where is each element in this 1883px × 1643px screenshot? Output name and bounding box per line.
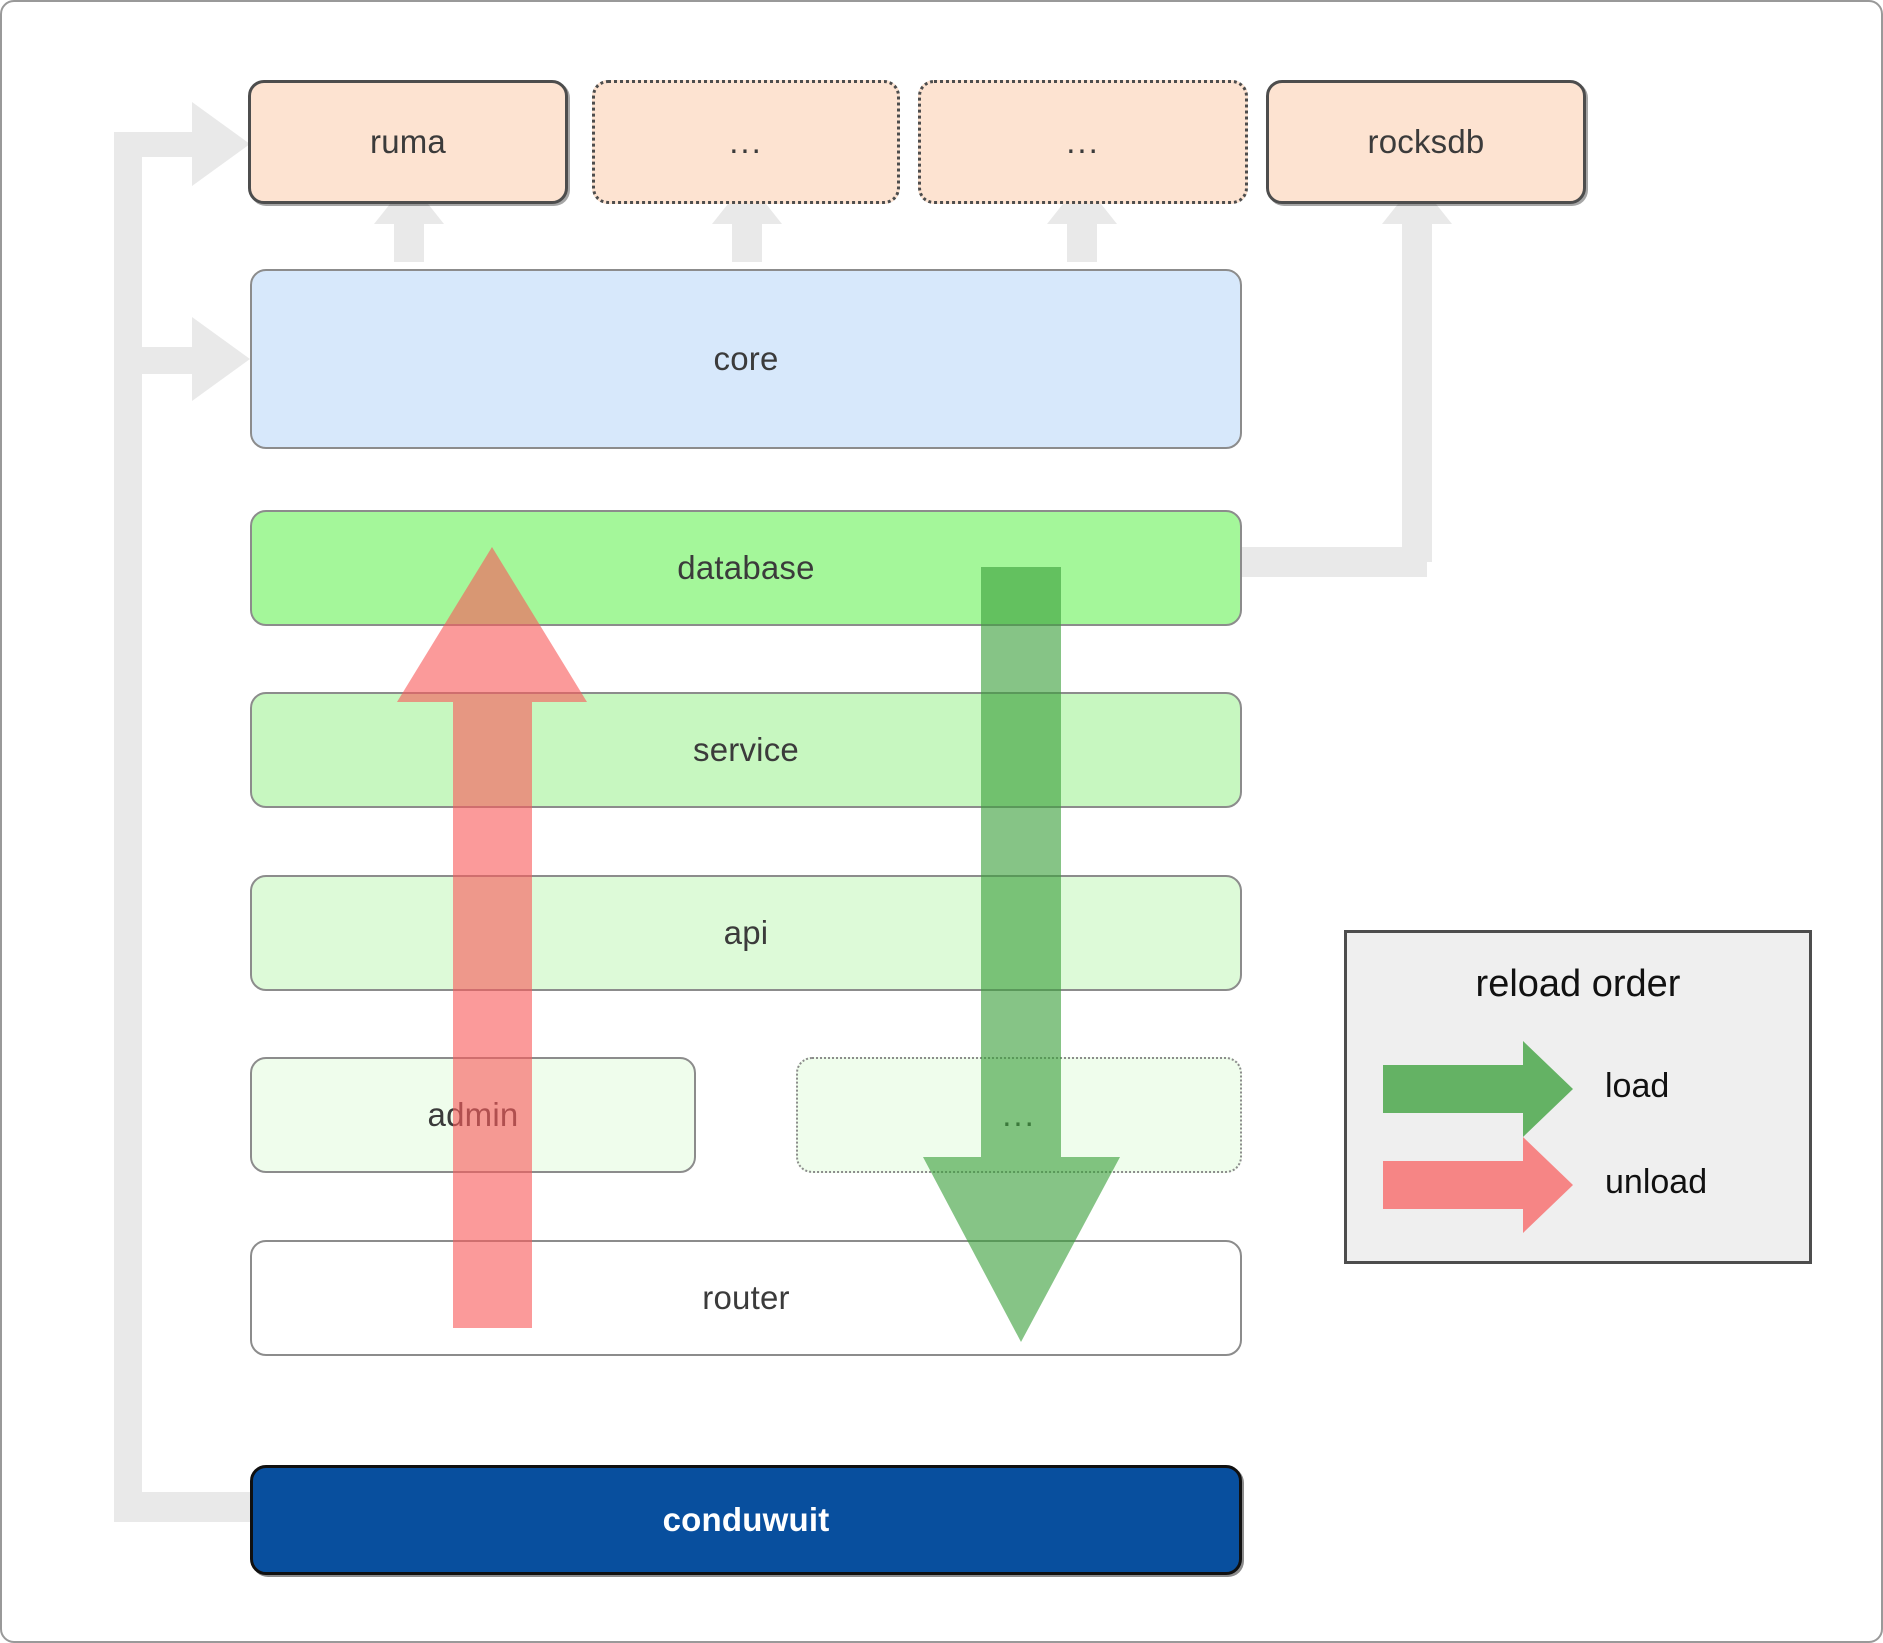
legend-label-load: load [1605, 1067, 1670, 1105]
layer-label: admin [427, 1096, 519, 1133]
layer-label: ... [1002, 1096, 1036, 1133]
layer-box-router[interactable]: router [250, 1240, 1242, 1356]
layer-box-api[interactable]: api [250, 875, 1242, 991]
layer-box-service[interactable]: service [250, 692, 1242, 808]
legend-title: reload order [1475, 963, 1681, 1005]
layer-box-admin[interactable]: admin [250, 1057, 696, 1173]
unload-arrow-icon [1383, 1137, 1573, 1233]
legend-panel: reload order load unload [1344, 930, 1812, 1264]
dependency-label: ruma [370, 123, 446, 160]
layer-box-ellipsis[interactable]: ... [796, 1057, 1242, 1173]
dependency-box-ellipsis-1[interactable]: ... [592, 80, 900, 204]
dependency-label: rocksdb [1367, 123, 1485, 160]
dependency-box-ruma[interactable]: ruma [248, 80, 568, 204]
dependency-box-ellipsis-2[interactable]: ... [918, 80, 1248, 204]
dependency-box-rocksdb[interactable]: rocksdb [1266, 80, 1586, 204]
application-label: conduwuit [662, 1501, 830, 1538]
layer-label: router [702, 1279, 790, 1316]
layer-label: database [677, 549, 815, 586]
dependency-label: ... [729, 123, 763, 160]
layer-label: api [723, 914, 769, 951]
legend-arrow-icons [1383, 1041, 1573, 1233]
layer-label: service [693, 731, 799, 768]
dependency-label: ... [1066, 123, 1100, 160]
legend-label-unload: unload [1605, 1163, 1708, 1201]
load-arrow-icon [1383, 1041, 1573, 1137]
core-label: core [713, 340, 779, 377]
layer-box-database[interactable]: database [250, 510, 1242, 626]
application-box-conduwuit[interactable]: conduwuit [250, 1465, 1242, 1575]
core-box[interactable]: core [250, 269, 1242, 449]
